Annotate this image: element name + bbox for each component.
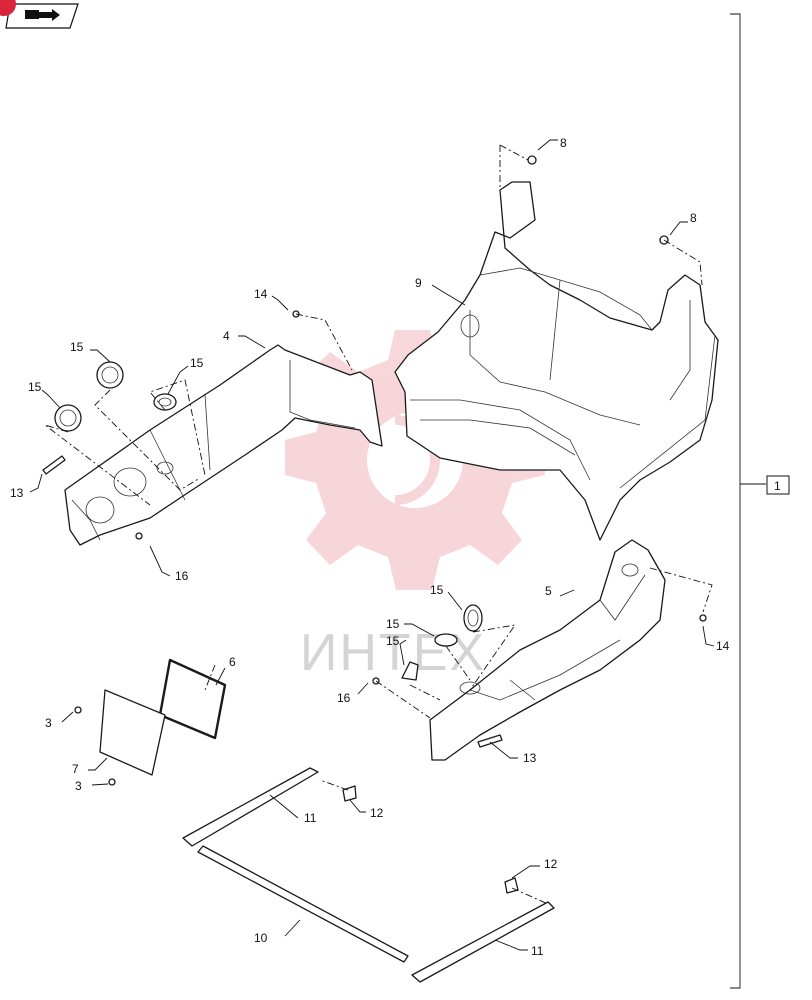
callout-1: 1 <box>774 479 781 493</box>
part-6-gasket <box>158 658 227 740</box>
leader-lines <box>29 139 715 951</box>
callout-15-a: 15 <box>70 340 84 354</box>
part-13-strip-left <box>42 455 66 475</box>
part-11-bracket-upper <box>182 767 319 847</box>
callout-3-bottom: 3 <box>75 779 82 793</box>
callout-8-top: 8 <box>560 136 567 150</box>
callout-12-top: 12 <box>370 806 384 820</box>
callout-4: 4 <box>223 329 230 343</box>
assembly-bracket <box>730 13 741 989</box>
callout-15-d: 15 <box>430 583 444 597</box>
callout-7: 7 <box>72 762 79 776</box>
part-4-left-panel <box>64 344 383 546</box>
page-nav-arrow-icon[interactable] <box>0 0 79 29</box>
callout-labels: 8 8 9 4 14 15 15 15 13 16 5 15 15 15 16 … <box>10 136 730 958</box>
callout-12-bottom: 12 <box>544 857 558 871</box>
callout-5: 5 <box>545 584 552 598</box>
callout-8-right: 8 <box>690 211 697 225</box>
part-13-strip-right <box>477 734 503 748</box>
callout-15-c: 15 <box>28 380 42 394</box>
callout-14-right: 14 <box>716 639 730 653</box>
part-7-cover-plate <box>99 689 166 776</box>
part-9-rear-panel <box>394 181 719 541</box>
callout-9: 9 <box>415 276 422 290</box>
assembly-lines <box>44 144 713 905</box>
part-12-clip-lower <box>504 877 519 894</box>
callout-11-bottom: 11 <box>531 944 544 958</box>
callout-6: 6 <box>229 655 236 669</box>
part-12-clip-upper <box>342 785 357 802</box>
callout-13-right: 13 <box>523 751 537 765</box>
callout-16-left: 16 <box>175 569 189 583</box>
callout-15-b: 15 <box>190 356 204 370</box>
callout-14-left: 14 <box>254 287 268 301</box>
callout-15-e: 15 <box>386 617 400 631</box>
part-15-grommet <box>54 361 483 681</box>
part-5-right-panel <box>429 539 666 761</box>
callout-13-left: 13 <box>10 486 24 500</box>
callout-11-top: 11 <box>304 811 317 825</box>
callout-16-right: 16 <box>337 691 351 705</box>
watermark-text: ИНТЕХ <box>300 624 486 682</box>
part-11-bracket-lower <box>411 901 555 983</box>
callout-3-top: 3 <box>45 716 52 730</box>
part-10-rod <box>197 845 409 963</box>
callout-15-f: 15 <box>386 634 400 648</box>
callout-box-1 <box>766 475 790 495</box>
callout-10: 10 <box>254 931 268 945</box>
